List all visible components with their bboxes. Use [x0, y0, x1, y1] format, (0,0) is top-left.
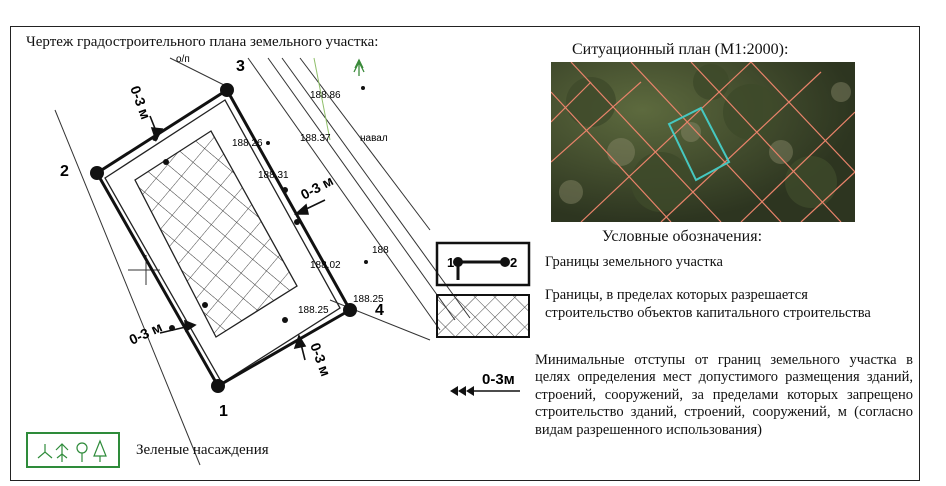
- elevation-6: 188.02: [310, 260, 341, 271]
- legend-title: Условные обозначения:: [602, 228, 763, 245]
- corner-3-dot: [220, 83, 234, 97]
- setback-arrow-icon: [450, 386, 520, 396]
- elevation-8: 188.25: [353, 294, 384, 305]
- setback-boundary: [104, 99, 341, 384]
- corner-label-2: 2: [60, 163, 69, 180]
- corner-label-4: 4: [375, 302, 384, 319]
- elevation-2: 188.37: [300, 133, 331, 144]
- corner-label-1: 1: [219, 403, 228, 420]
- legend-setback-label: Минимальные отступы от границ земельного…: [535, 352, 913, 438]
- corner-4-dot: [343, 303, 357, 317]
- legend-building-zone-label: Границы, в пределах которых разрешается …: [545, 287, 871, 321]
- corner-label-3: 3: [236, 58, 245, 75]
- elevation-3: 188.26: [232, 138, 263, 149]
- parcel-plan: 0-3 м 0-3 м 0-3 м 0-3 м 1 2 3 4 188.86 1…: [54, 54, 471, 466]
- situation-plan-title: Ситуационный план (М1:2000):: [572, 41, 789, 58]
- building-zone-symbol-icon: [436, 294, 530, 338]
- target-parcel: [667, 106, 731, 182]
- tree-icon: [353, 58, 365, 76]
- setback-arrows: [149, 115, 326, 361]
- situation-plan-image: [551, 62, 855, 222]
- legend-boundary-label: Границы земельного участка: [545, 254, 723, 270]
- drawing-title: Чертеж градостроительного плана земельно…: [26, 34, 379, 50]
- boundary-point-a: 1: [447, 255, 454, 270]
- corner-2-dot: [90, 166, 104, 180]
- elevation-1: 188.86: [310, 90, 341, 101]
- naval-label: навал: [360, 133, 388, 144]
- legend-green-label: Зеленые насаждения: [136, 442, 269, 458]
- elevation-5: 188: [372, 245, 389, 256]
- elevation-7: 188.25: [298, 305, 329, 316]
- green-symbol-icon: [26, 432, 120, 468]
- green-line: [313, 57, 331, 141]
- building-zone: [134, 130, 298, 338]
- elevation-4: 188.31: [258, 170, 289, 181]
- top-label: о/п: [176, 54, 190, 65]
- boundary-symbol-icon: [435, 241, 531, 287]
- corner-1-dot: [211, 379, 225, 393]
- setback-symbol-label: 0-3м: [482, 371, 515, 388]
- boundary-point-b: 2: [510, 255, 517, 270]
